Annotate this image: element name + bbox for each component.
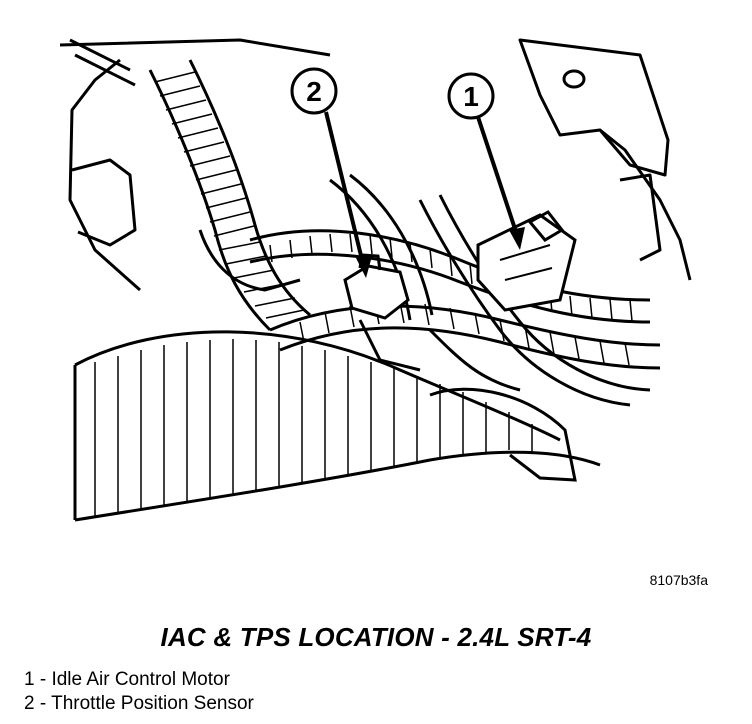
callout-1-leader xyxy=(476,116,520,239)
callout-1-number: 1 xyxy=(463,81,479,112)
callout-1: 1 xyxy=(447,72,525,250)
engine-illustration: 2 1 xyxy=(59,38,692,522)
legend-item-2: 2 - Throttle Position Sensor xyxy=(24,693,254,714)
left-wire-harness xyxy=(69,38,311,332)
callout-legend: 1 - Idle Air Control Motor 2 - Throttle … xyxy=(24,668,254,716)
figure-title: IAC & TPS LOCATION - 2.4L SRT-4 xyxy=(160,622,592,652)
throttle-body-casting xyxy=(59,38,692,292)
callout-2-number: 2 xyxy=(306,76,322,107)
intake-hose xyxy=(73,330,601,522)
figure-code: 8107b3fa xyxy=(649,572,708,588)
legend-item-1: 1 - Idle Air Control Motor xyxy=(24,669,230,690)
iac-connector xyxy=(476,210,577,312)
callout-2: 2 xyxy=(290,67,372,278)
callout-2-leader xyxy=(324,111,366,269)
